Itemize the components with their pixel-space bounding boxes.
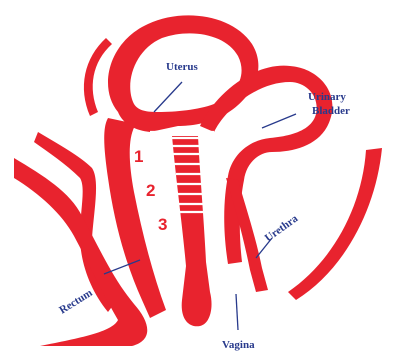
urinary-bladder-label-line2: Bladder [312, 105, 350, 117]
peritoneum-curve-shape [84, 38, 112, 116]
number-3: 3 [158, 215, 167, 234]
urinary-bladder-label-line1: Urinary [308, 91, 346, 103]
rectum-label: Rectum [57, 287, 94, 317]
uterus-leader [154, 82, 182, 112]
right-tissue-shape [288, 148, 382, 300]
urethra-label: Urethra [263, 212, 301, 244]
vagina-leader [236, 294, 238, 330]
uterus-label: Uterus [166, 61, 198, 73]
uterus-shape [108, 15, 258, 132]
number-1: 1 [134, 147, 143, 166]
anatomy-shapes [14, 15, 382, 346]
vagina-label: Vagina [222, 339, 255, 351]
number-2: 2 [146, 181, 155, 200]
urinary-bladder-leader [262, 114, 296, 128]
